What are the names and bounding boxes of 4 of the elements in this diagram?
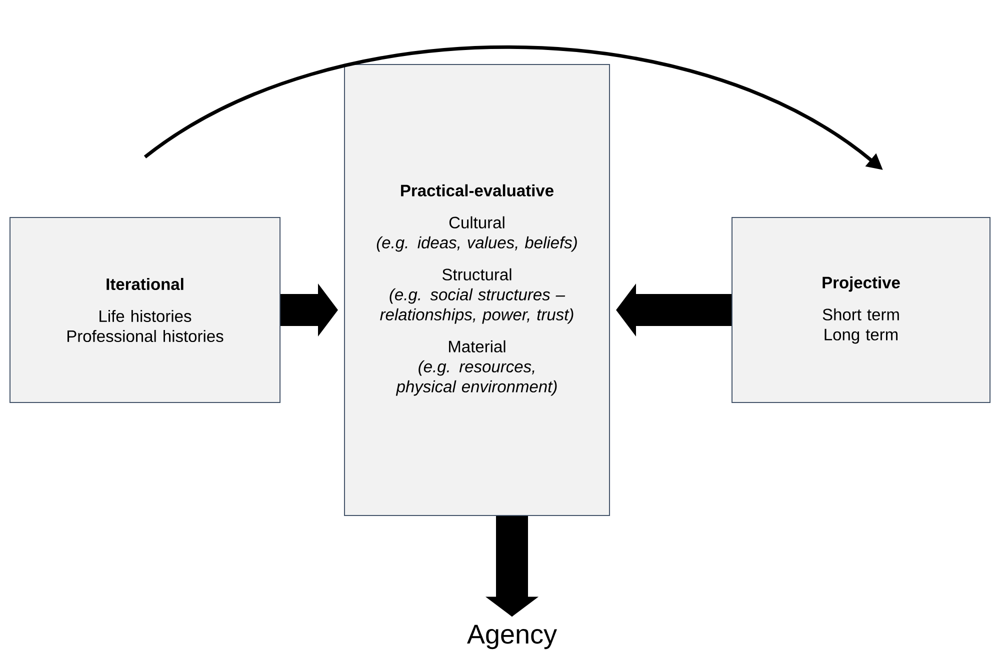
text-box: Practical-evaluative Cultural (e.g. ideas, values, beliefs) Structural (e.g. social structures – relationships, power, trust) Material (e.g. resources, physical environment) bbox=[344, 64, 610, 516]
agency-label: Agency bbox=[467, 624, 557, 650]
text-box: Iterational Life histories Professional histories bbox=[10, 217, 280, 403]
text-box: Projective Short term Long term bbox=[732, 217, 990, 403]
